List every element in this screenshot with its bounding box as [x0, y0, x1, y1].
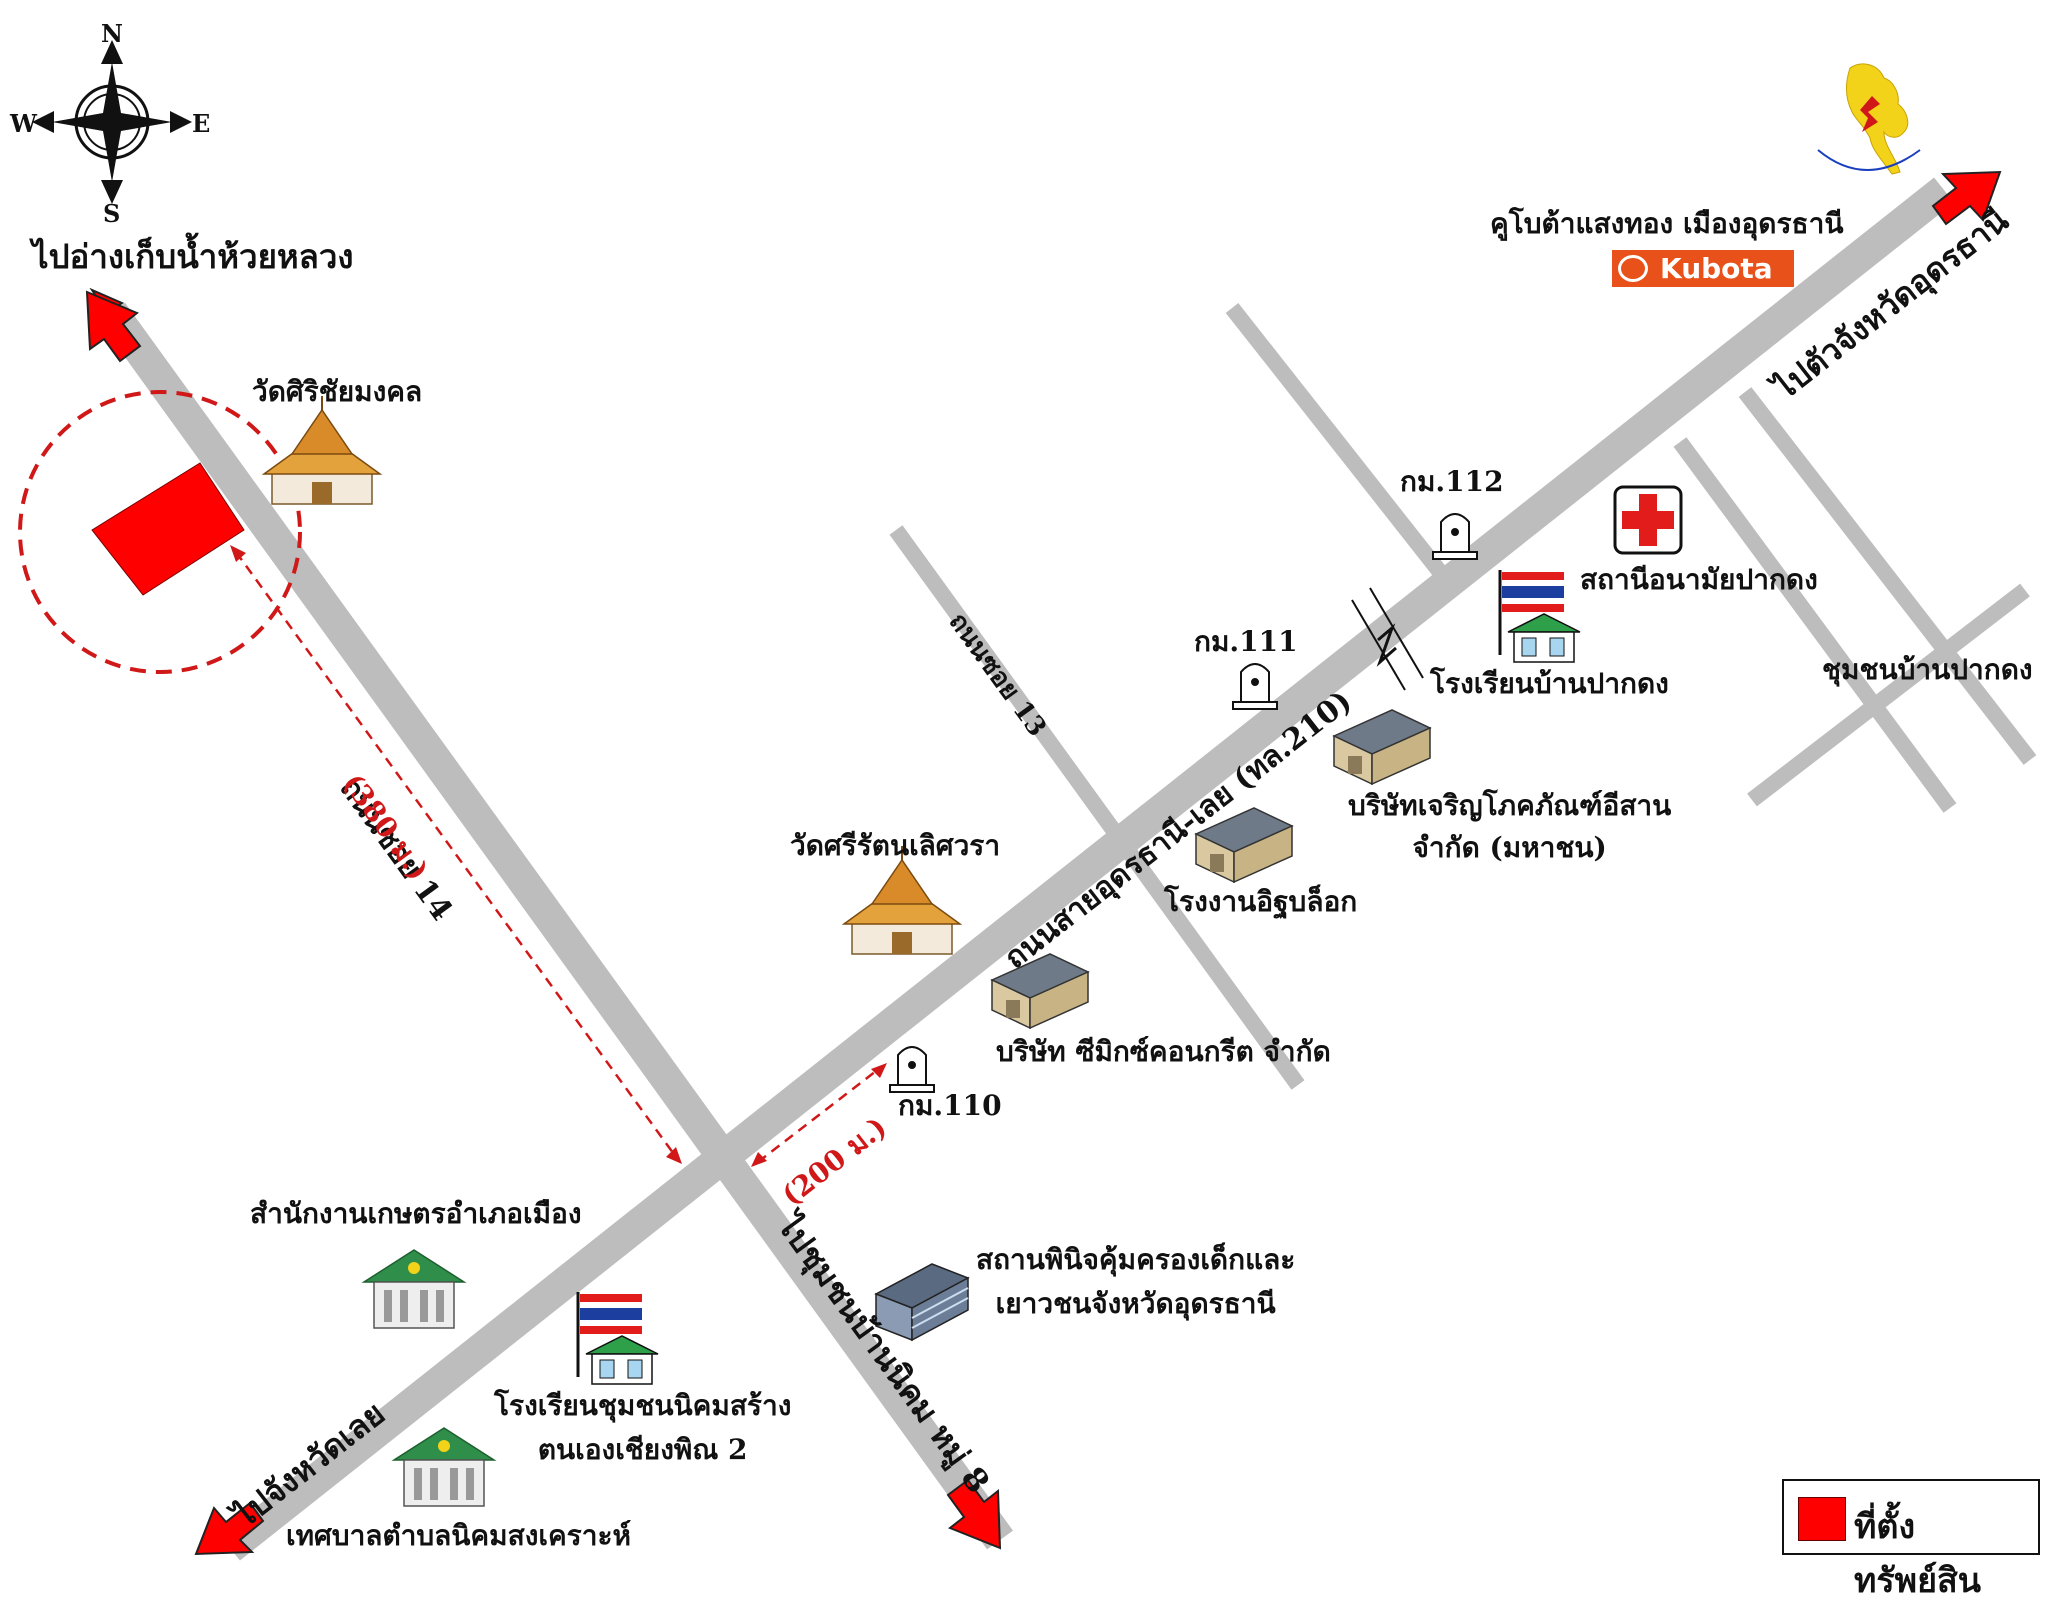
warehouse-cmix — [990, 953, 1090, 1030]
km-marker-icon — [889, 513, 1478, 1093]
gov-agri-office — [361, 1249, 467, 1329]
label-school-nikhom-line1: โรงเรียนชุมชนนิคมสร้าง — [494, 1389, 792, 1422]
label-factory-brick: โรงงานอิฐบล็อก — [1164, 885, 1358, 918]
label-wat-sri: วัดศรีรัตนเลิศวรา — [790, 829, 1001, 862]
label-kubota-dealer: คูโบต้าแสงทอง เมืองอุดรธานี — [1490, 207, 1844, 240]
school-nikhom — [576, 1292, 659, 1385]
distance-380-line — [234, 551, 678, 1158]
roads — [99, 177, 2037, 1561]
legend-label: ที่ตั้งทรัพย์สิน — [1854, 1507, 1982, 1601]
property-plot — [91, 462, 245, 596]
gov-municipality — [391, 1427, 497, 1507]
legend-swatch-property — [1798, 1497, 1846, 1541]
government-building-icon — [361, 1249, 497, 1507]
compass-east: E — [192, 109, 211, 138]
kubota-logo-text: Kubota — [1660, 252, 1773, 285]
label-company-charoen: บริษัทเจริญโภคภัณฑ์อีสาน จำกัด (มหาชน) — [1348, 789, 1672, 865]
label-health-station: สถานีอนามัยปากดง — [1580, 563, 1818, 596]
km-110-marker — [889, 1046, 935, 1093]
road-north-2 — [1673, 437, 1957, 813]
distance-lines — [234, 551, 881, 1163]
label-school-pakdong: โรงเรียนบ้านปากดง — [1430, 667, 1669, 700]
label-school-nikhom: โรงเรียนชุมชนนิคมสร้าง ตนเองเชียงพิณ 2 — [494, 1389, 792, 1467]
kubota-logo-icon: Kubota — [1612, 250, 1794, 287]
km-112-marker — [1432, 513, 1478, 560]
office-building-icon — [874, 1263, 970, 1342]
warehouse-icon — [990, 709, 1432, 1030]
label-municipality: เทศบาลตำบลนิคมสงเคราะห์ — [286, 1519, 631, 1552]
temple-wat-sri — [841, 846, 963, 955]
road-udon-loei — [220, 177, 1954, 1561]
site-map — [18, 40, 2037, 1561]
direction-arrows — [85, 170, 2002, 1556]
compass-west: W — [10, 109, 37, 138]
label-company-charoen-line2: จำกัด (มหาชน) — [1412, 831, 1607, 865]
label-juvenile-center: สถานพินิจคุ้มครองเด็กและ เยาวชนจังหวัดอุ… — [976, 1243, 1296, 1321]
school-pakdong — [1498, 570, 1581, 663]
road-north-1 — [1225, 303, 1447, 577]
temple-wat-siri — [261, 396, 383, 505]
arrow-udon — [1931, 170, 2002, 226]
label-juvenile-line1: สถานพินิจคุ้มครองเด็กและ — [976, 1243, 1296, 1276]
road-soi-14 — [99, 302, 1013, 1550]
arrow-loei — [194, 1501, 265, 1556]
arrow-reservoir — [85, 290, 142, 363]
arrow-nikhom — [946, 1478, 1002, 1550]
road-north-3 — [1738, 387, 2037, 765]
label-juvenile-line2: เยาวชนจังหวัดอุดรธานี — [995, 1287, 1276, 1321]
label-company-charoen-line1: บริษัทเจริญโภคภัณฑ์อีสาน — [1348, 789, 1672, 822]
label-company-cmix: บริษัท ซีมิกซ์คอนกรีต จำกัด — [996, 1035, 1331, 1068]
label-community-pakdong: ชุมชนบ้านปากดง — [1822, 653, 2033, 686]
compass-north: N — [101, 19, 123, 48]
distance-200-line — [757, 1067, 881, 1163]
property-highlight-circle — [18, 390, 302, 674]
road-community — [1747, 583, 2030, 807]
road-soi-13 — [889, 525, 1305, 1090]
label-agri-office: สำนักงานเกษตรอำเภอเมือง — [250, 1197, 582, 1230]
hospital-cross-icon — [1613, 485, 1683, 555]
compass-rose-icon — [32, 40, 192, 204]
label-to-reservoir: ไปอ่างเก็บน้ำห้วยหลวง — [32, 237, 354, 276]
map-legend: ที่ตั้งทรัพย์สิน — [1782, 1479, 2040, 1601]
thailand-map-logo-icon — [1817, 63, 1921, 175]
temple-icon — [261, 396, 963, 955]
warehouse-charoen — [1332, 709, 1432, 786]
compass-south: S — [103, 199, 121, 228]
label-km111: กม.111 — [1194, 625, 1298, 658]
label-km110: กม.110 — [898, 1089, 1002, 1122]
road-break-icon — [1351, 587, 1424, 691]
warehouse-brick — [1194, 807, 1294, 884]
label-wat-siri: วัดศิริชัยมงคล — [252, 375, 423, 408]
km-111-marker — [1232, 663, 1278, 710]
label-km112: กม.112 — [1400, 465, 1504, 498]
school-icon — [576, 570, 1581, 1385]
label-school-nikhom-line2: ตนเองเชียงพิณ 2 — [537, 1433, 748, 1467]
